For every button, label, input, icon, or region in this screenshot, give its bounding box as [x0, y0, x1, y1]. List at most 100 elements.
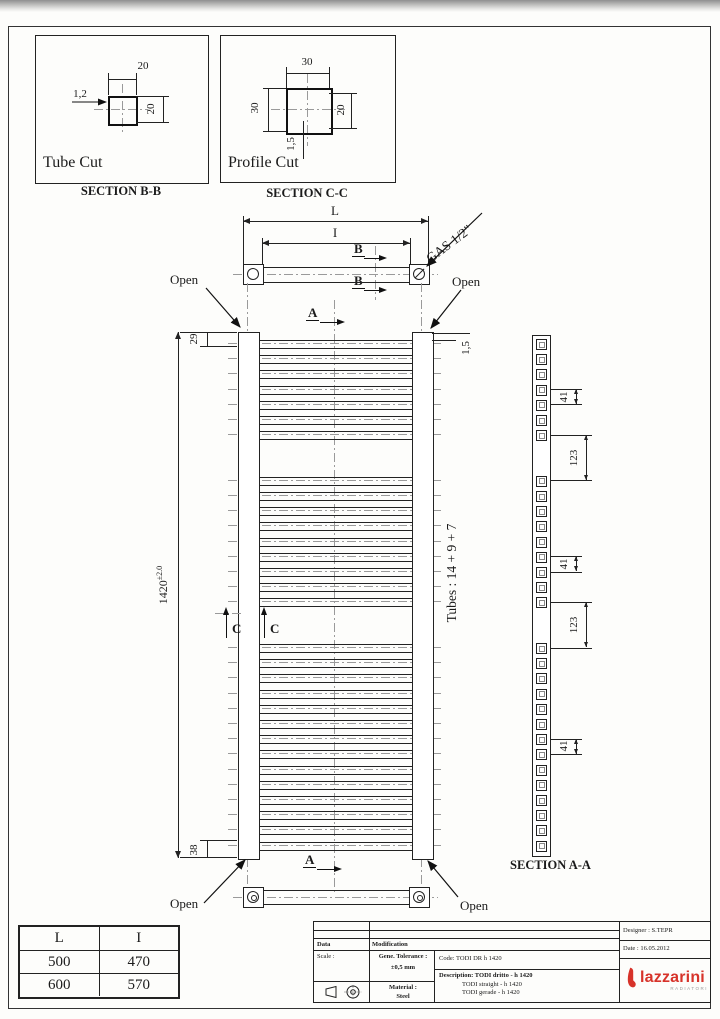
- height-value: 1420: [156, 580, 170, 605]
- cell-L-600: 600: [20, 974, 100, 996]
- description-line-de: TODI gerade - h 1420: [462, 989, 520, 996]
- dim-line: [574, 738, 578, 755]
- dim-line: [207, 840, 208, 858]
- dim-extension-line: [550, 480, 592, 482]
- section-aa-caption: SECTION A-A: [510, 858, 591, 872]
- bottom-header-tube: [243, 890, 428, 905]
- tube-cross-section: [108, 96, 138, 126]
- section-tube-square: [536, 795, 547, 806]
- dim-line-I: [262, 240, 410, 246]
- tube: [257, 385, 413, 395]
- tube: [257, 370, 413, 380]
- section-tube-square: [536, 764, 547, 776]
- section-tube-square: [536, 719, 547, 730]
- profile-cut-box: 30 30 20 1,5 Profile Cut: [220, 35, 396, 183]
- table-row: 600 570: [20, 974, 178, 996]
- tube-centerline: [228, 403, 442, 405]
- left-rail: [238, 332, 260, 860]
- section-c-label-right: C: [270, 621, 280, 636]
- dim-extension-line: [550, 647, 592, 649]
- section-b-arrow-top: [364, 254, 387, 261]
- dim-extension-line: [329, 93, 357, 94]
- tube-centerline: [228, 525, 442, 527]
- profile-cut-dim-left: 30: [249, 102, 261, 114]
- projection-symbol-icon: [325, 985, 362, 999]
- tube-centerline: [228, 662, 442, 664]
- tube: [257, 750, 413, 760]
- tube-centerline: [228, 814, 442, 816]
- tube-cut-box: 20 20 1,2 Tube Cut: [35, 35, 209, 184]
- tube: [257, 476, 413, 486]
- title-block-line: [314, 930, 619, 931]
- section-tube-square: [536, 415, 547, 426]
- dim-line: [268, 88, 269, 131]
- dim-label-L: L: [331, 203, 339, 218]
- tube: [257, 826, 413, 836]
- dim-line: [207, 333, 208, 346]
- col-header-I: I: [136, 930, 142, 946]
- tube-centerline: [228, 783, 442, 785]
- right-rail: [412, 332, 434, 860]
- rail-centerline: [247, 858, 248, 891]
- tubes-count-label: Tubes : 14 + 9 + 7: [444, 523, 459, 623]
- tube-centerline: [228, 510, 442, 512]
- tube-centerline: [228, 586, 442, 588]
- dim-extension-line: [136, 122, 169, 123]
- cell-I-470: 470: [127, 953, 151, 970]
- tube: [257, 765, 413, 775]
- dim-extension-line: [263, 131, 286, 132]
- rail-centerline: [247, 283, 248, 332]
- cell-L-500: 500: [20, 951, 100, 973]
- tube: [257, 522, 413, 532]
- dim-label-height: 1420±2.0: [155, 555, 171, 615]
- title-block-line: [434, 969, 619, 970]
- profile-cut-dim-wall: 1,5: [285, 137, 297, 151]
- material-value: Steel: [396, 993, 410, 1000]
- section-tube-square: [536, 673, 547, 685]
- cell-I-570: 570: [127, 976, 151, 993]
- section-tube-square: [536, 491, 547, 502]
- section-tube-square: [536, 779, 547, 791]
- tube: [257, 811, 413, 821]
- open-label-top-right: Open: [452, 274, 481, 289]
- tolerance-value: ±0,5 mm: [390, 964, 416, 971]
- section-cc-caption: SECTION C-C: [266, 186, 348, 200]
- tube: [257, 796, 413, 805]
- centerline: [271, 108, 345, 110]
- dim-extension-line: [329, 67, 330, 88]
- tube-centerline: [228, 677, 442, 679]
- section-b-label-bottom: B: [352, 273, 365, 289]
- tube: [257, 644, 413, 653]
- section-c-arrow-left: [222, 607, 229, 638]
- top-header-tube: [243, 267, 428, 283]
- title-block-line: [314, 950, 619, 951]
- section-tube-square: [536, 506, 547, 518]
- section-tube-square: [536, 749, 547, 761]
- tube: [257, 720, 413, 729]
- tube: [257, 537, 413, 547]
- tube: [257, 704, 413, 714]
- section-a-label-top: A: [306, 305, 320, 321]
- tube-cut-dim-right: 20: [145, 103, 157, 115]
- profile-cut-label: Profile Cut: [228, 154, 299, 171]
- tube-cut-label: Tube Cut: [43, 154, 103, 171]
- open-label-bottom-left: Open: [170, 896, 199, 911]
- tube: [257, 659, 413, 669]
- dim-extension-line: [180, 857, 237, 858]
- dim-line: [108, 79, 136, 80]
- tube-centerline: [228, 358, 442, 360]
- dim-extension-line: [263, 88, 286, 89]
- scale-label: Scale :: [317, 953, 335, 960]
- profile-cut-dim-top: 30: [301, 56, 313, 68]
- size-table: L I 500 470 600 570: [18, 925, 180, 999]
- section-tube-square: [536, 658, 547, 670]
- tube: [257, 355, 413, 365]
- bottom-right-connector-inner: [416, 894, 423, 901]
- dim-label-wall: 1,5: [460, 341, 472, 355]
- title-block-line: [369, 922, 370, 1002]
- description-line-it: Description: TODI dritto - h 1420: [439, 972, 533, 979]
- centerline: [307, 74, 308, 146]
- tube: [257, 583, 413, 593]
- bottom-left-connector-inner: [250, 894, 257, 901]
- tube: [257, 568, 413, 577]
